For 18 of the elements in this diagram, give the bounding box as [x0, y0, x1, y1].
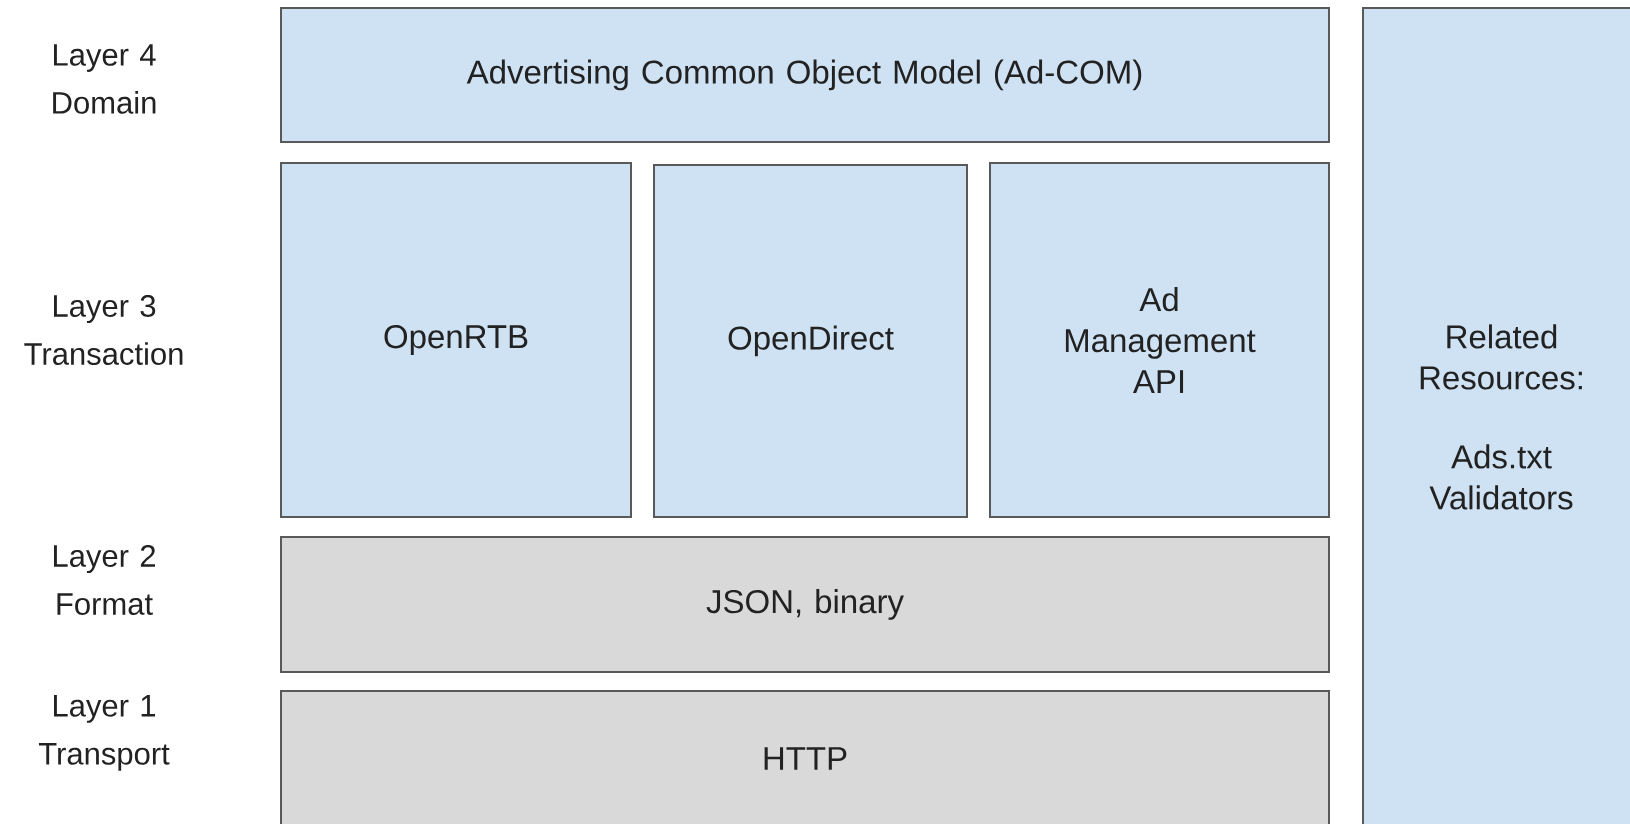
layer-label: Layer 1 Transport — [38, 695, 170, 771]
box-text: Ad Management API — [1065, 287, 1256, 393]
layer-label: Layer 2 Format — [54, 545, 155, 615]
layer-box — [280, 7, 1330, 143]
box-text: JSON, binary — [706, 589, 904, 620]
box-text: Advertising Common Object Model (Ad-COM) — [466, 59, 1142, 91]
layer-box — [280, 162, 632, 518]
layer-box — [989, 162, 1330, 518]
box-text: Related Resources: Ads.txt Validators — [1420, 324, 1582, 510]
layer-label: Layer 3 Transaction — [24, 295, 183, 365]
layer-label: Layer 4 Domain — [53, 44, 156, 114]
box-text: OpenDirect — [728, 325, 894, 357]
layer-box — [280, 536, 1330, 673]
box-text: HTTP — [764, 747, 847, 770]
box-text: OpenRTB — [384, 325, 528, 355]
layer-box — [280, 690, 1330, 824]
side-panel — [1362, 7, 1630, 824]
layer-box — [653, 164, 968, 518]
